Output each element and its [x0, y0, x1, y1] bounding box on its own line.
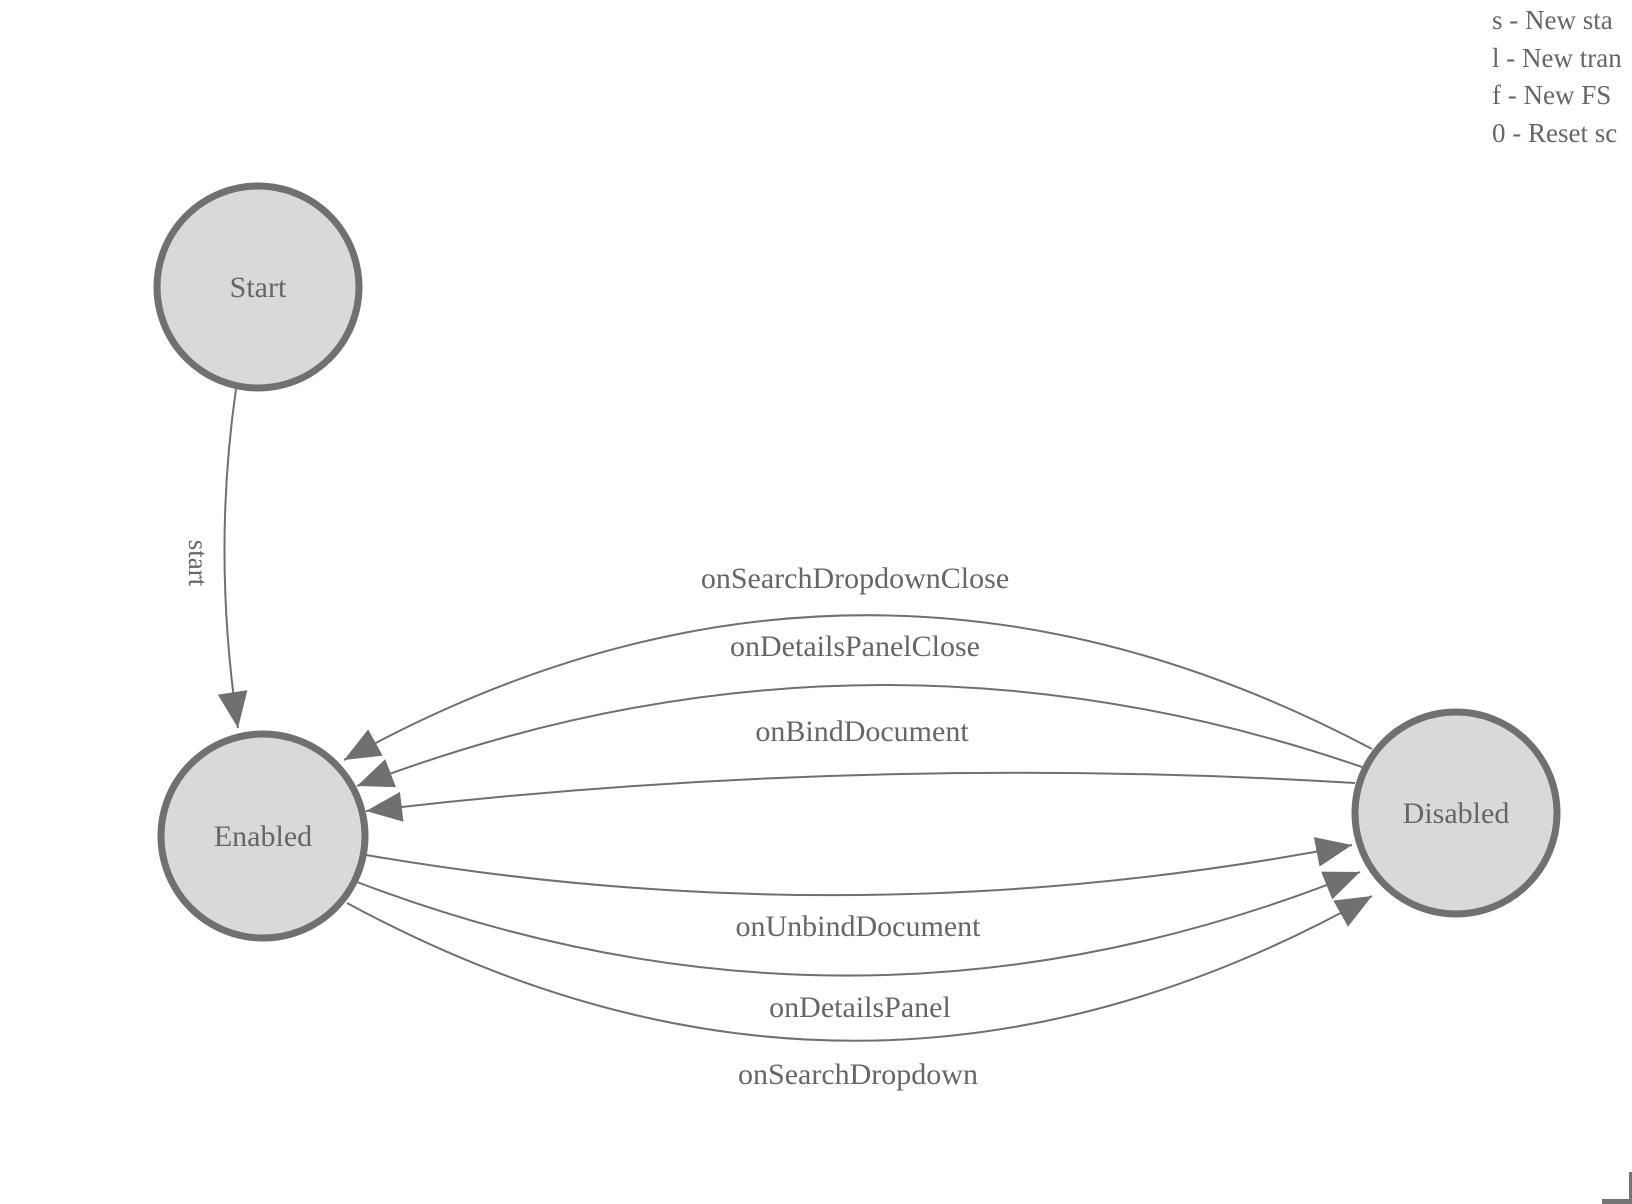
legend-line-new-state: s - New sta — [1492, 5, 1613, 35]
legend-line-new-transition: l - New tran — [1492, 42, 1622, 73]
edge-label-onDetailsPanel: onDetailsPanel — [769, 991, 951, 1024]
transition-onBindDocument[interactable] — [365, 771, 1356, 822]
transition-onUnbindDocument[interactable] — [365, 837, 1353, 897]
edge-label-onDetailsPanelClose: onDetailsPanelClose — [730, 630, 980, 663]
state-node-start[interactable]: Start — [153, 182, 363, 392]
transition-onSearchDropdownClose[interactable] — [343, 614, 1373, 761]
transition-onSearchDropdown[interactable] — [346, 895, 1373, 1042]
state-label-disabled: Disabled — [1403, 797, 1510, 830]
state-label-enabled: Enabled — [214, 820, 312, 853]
edge-label-start: start — [183, 540, 213, 587]
edge-label-onBindDocument: onBindDocument — [755, 715, 969, 748]
state-node-disabled[interactable]: Disabled — [1351, 708, 1561, 918]
edge-label-onSearchDropdownClose: onSearchDropdownClose — [701, 562, 1009, 595]
legend-line-reset: 0 - Reset sc — [1492, 117, 1618, 148]
edge-label-onUnbindDocument: onUnbindDocument — [736, 910, 982, 943]
state-node-enabled[interactable]: Enabled — [157, 730, 369, 942]
state-label-start: Start — [230, 271, 287, 304]
transition-onDetailsPanelClose[interactable] — [356, 684, 1363, 788]
corner-mark-vertical — [1629, 1172, 1632, 1204]
corner-mark-horizontal — [1602, 1199, 1632, 1204]
shortcut-legend: s - New sta l - New tran f - New FS 0 - … — [1492, 2, 1632, 152]
legend-line-new-fsm: f - New FS — [1492, 80, 1612, 111]
transition-onDetailsPanel[interactable] — [356, 871, 1361, 977]
edge-label-onSearchDropdown: onSearchDropdown — [738, 1058, 978, 1091]
transition-start[interactable] — [217, 388, 248, 729]
